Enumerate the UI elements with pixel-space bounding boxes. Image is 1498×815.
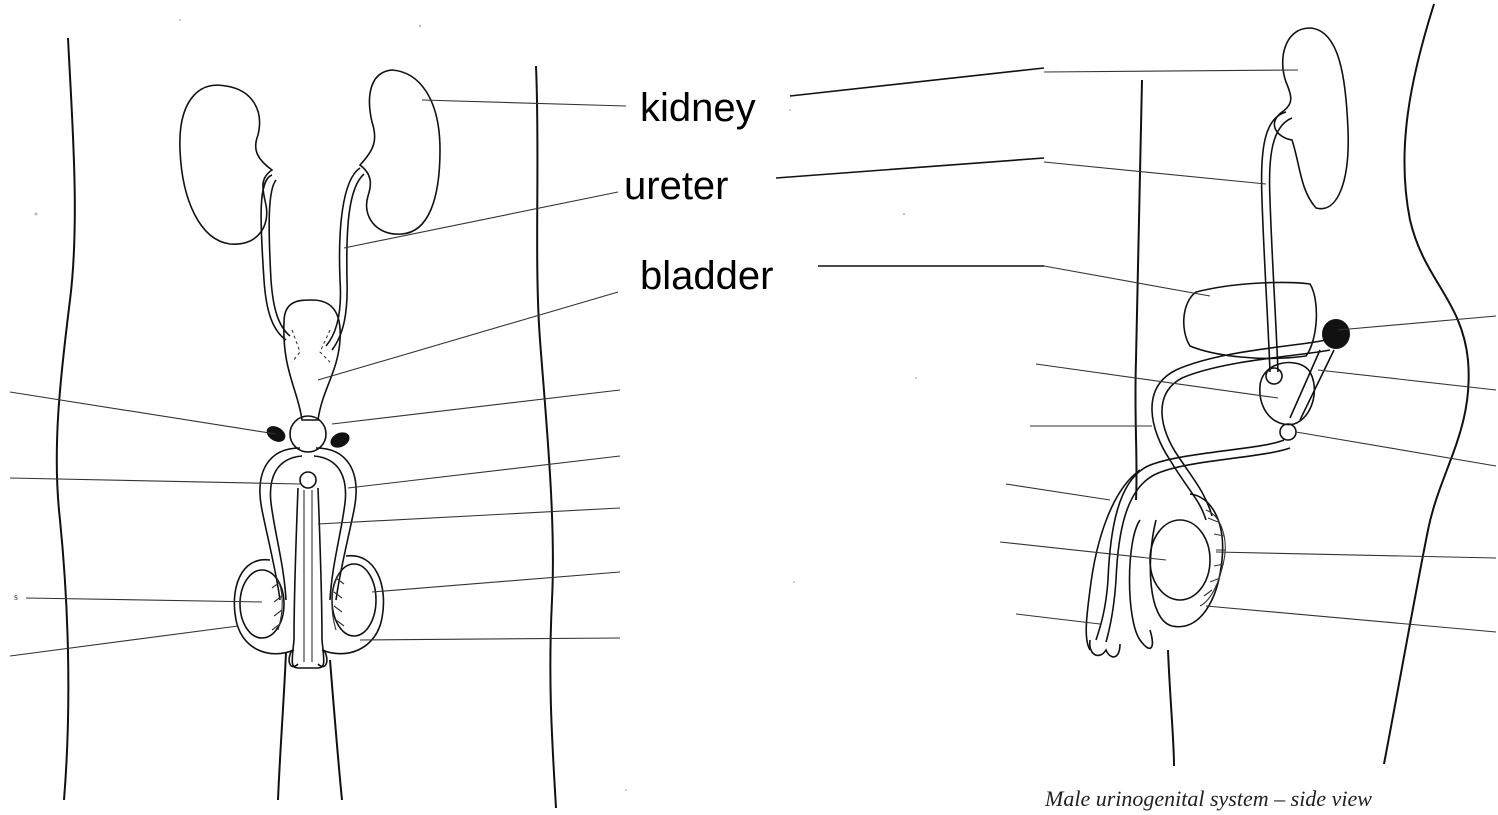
leader-side-r4 <box>1216 552 1496 558</box>
front-cowpers-gland <box>300 472 316 488</box>
side-kidney <box>1274 28 1348 209</box>
front-epididymis-right <box>332 572 344 630</box>
side-bladder <box>1184 282 1317 358</box>
leader-front-r4 <box>372 572 620 592</box>
front-ureter-right <box>326 168 360 346</box>
front-kidney-right <box>360 70 440 234</box>
side-body-front <box>1135 80 1142 500</box>
leader-kidney-label <box>790 68 1044 96</box>
front-seminal-vesicle-right <box>328 429 352 450</box>
leader-side-bladder <box>1044 266 1210 296</box>
leader-side-ureter <box>1044 162 1266 184</box>
front-leg-left <box>278 652 286 800</box>
front-view <box>10 38 626 808</box>
leader-front-r3 <box>318 508 620 524</box>
front-body-outline-left <box>57 38 75 800</box>
side-ureter-b <box>1270 118 1292 372</box>
side-scrotum-fold <box>1130 520 1153 648</box>
side-testis <box>1150 520 1210 600</box>
leader-side-r3 <box>1296 432 1496 466</box>
front-vas-deferens-left <box>260 448 300 600</box>
leader-side-l4 <box>1000 542 1166 560</box>
leader-front-l3 <box>26 598 262 602</box>
front-kidney-left <box>180 85 272 244</box>
figure-caption: Male urinogenital system – side view <box>1045 786 1372 812</box>
leader-front-l1 <box>10 392 276 434</box>
side-view <box>1000 4 1496 766</box>
leader-side-l3 <box>1006 484 1110 500</box>
leader-side-r1 <box>1338 316 1496 330</box>
leader-kidney-front <box>422 100 626 106</box>
front-ureter-left-b <box>269 180 290 336</box>
leader-ureter-front <box>344 192 618 248</box>
label-kidney: kidney <box>640 88 756 128</box>
side-ureter <box>1262 112 1286 372</box>
front-bladder-dash-right <box>320 330 330 362</box>
leader-front-r5 <box>360 638 620 640</box>
side-glans <box>1090 640 1120 657</box>
leader-front-l2 <box>10 478 300 484</box>
side-vas-deferens <box>1152 340 1326 520</box>
leader-bladder-front <box>318 292 618 380</box>
side-body-back <box>1384 4 1469 764</box>
front-prostate <box>290 416 326 452</box>
front-testis-left <box>240 570 284 638</box>
leader-front-r2 <box>348 456 620 488</box>
stray-mark: s <box>14 592 18 603</box>
label-ureter: ureter <box>624 166 729 206</box>
front-scrotum-left <box>234 560 294 654</box>
front-penis <box>292 488 324 668</box>
leader-side-r5 <box>1206 606 1496 632</box>
front-bladder-dash-left <box>292 330 300 362</box>
front-leg-right <box>330 660 342 800</box>
leader-front-r1 <box>332 390 620 424</box>
leader-ureter-label <box>776 158 1044 178</box>
scan-speckles <box>35 19 918 791</box>
label-bladder: bladder <box>640 256 773 296</box>
front-bladder <box>284 300 340 420</box>
leader-side-kidney <box>1044 70 1298 72</box>
front-glans <box>289 650 327 667</box>
leader-front-l4 <box>10 626 238 656</box>
side-duct <box>1290 350 1334 420</box>
side-seminal-vesicle <box>1322 319 1350 349</box>
front-body-outline-right <box>536 66 556 808</box>
leader-side-l1 <box>1036 364 1278 398</box>
front-scrotum-right <box>322 556 384 654</box>
side-leg-front <box>1168 650 1174 766</box>
side-cowpers-gland <box>1280 424 1296 440</box>
